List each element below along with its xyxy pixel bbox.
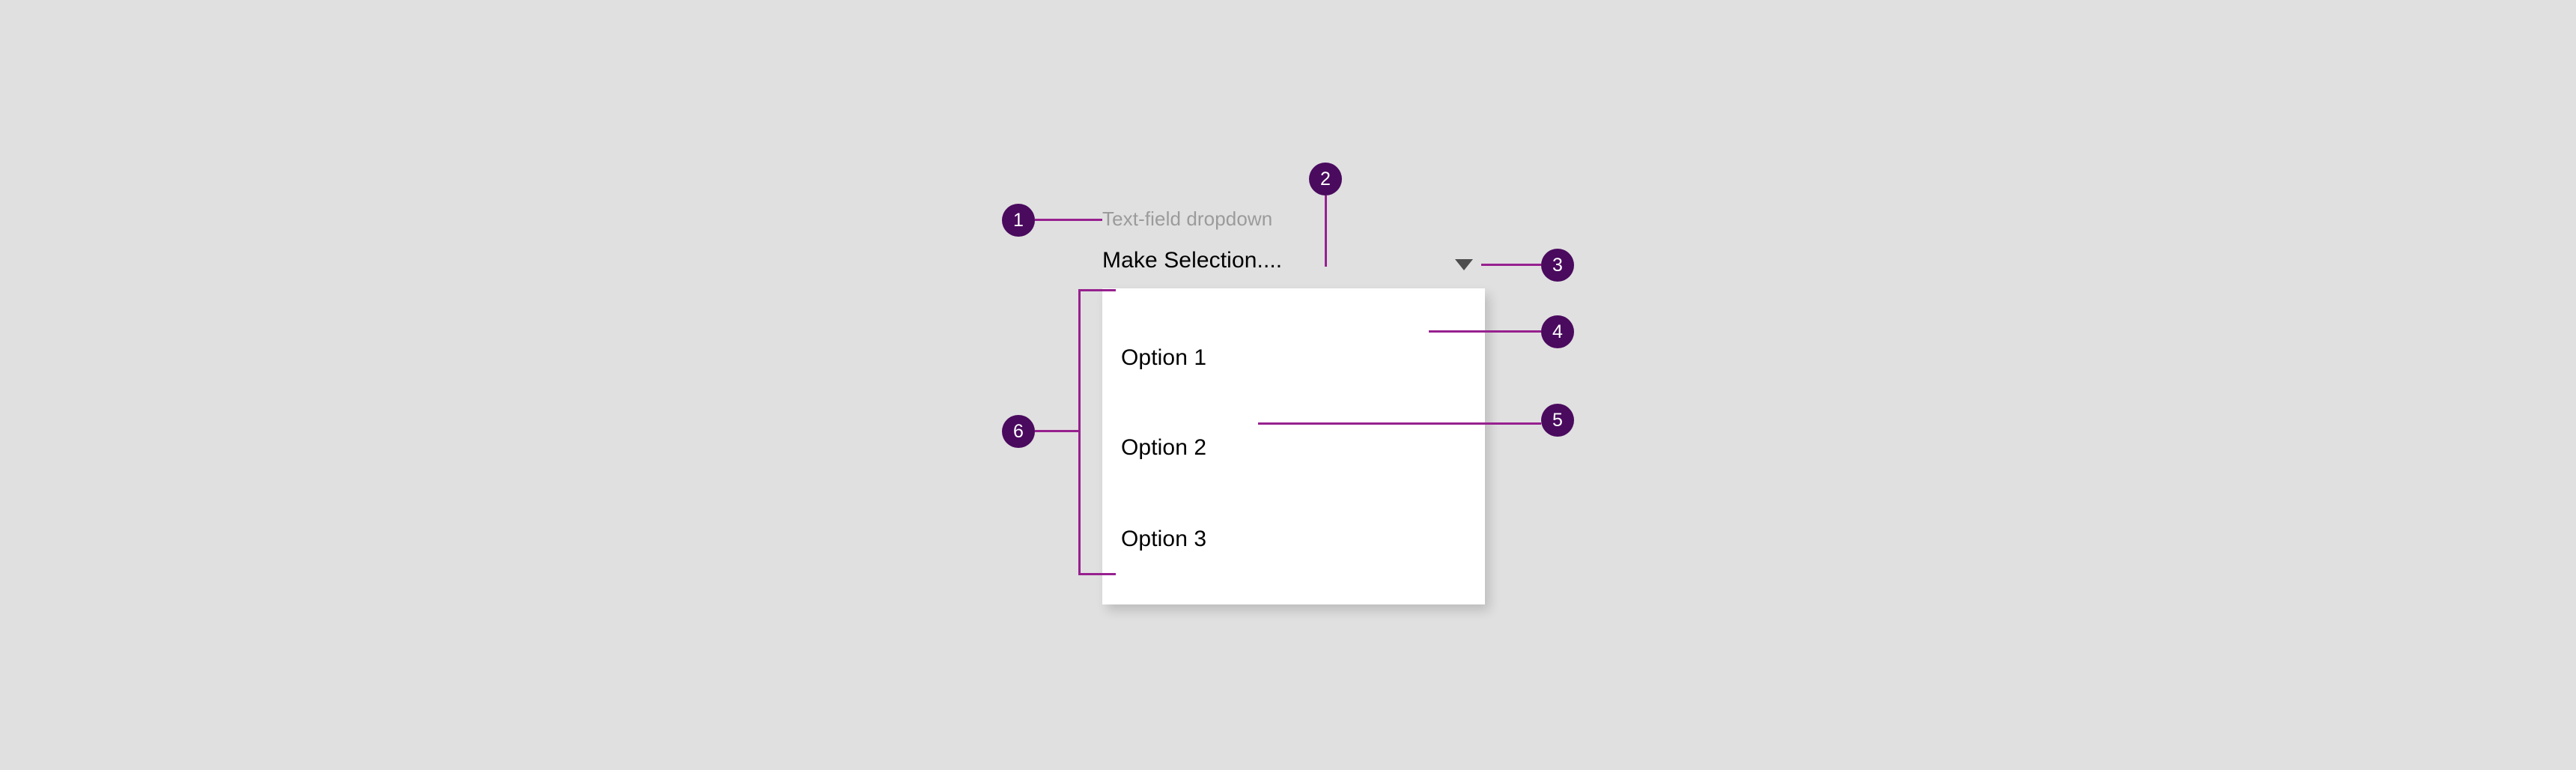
dropdown-selected-value[interactable]: Make Selection....	[1102, 248, 1283, 273]
callout-badge-2: 2	[1309, 163, 1342, 195]
callout-6-bracket-vertical	[1078, 289, 1081, 575]
callout-2-leader-line	[1325, 195, 1327, 267]
menu-item-option-2[interactable]: Option 2	[1121, 435, 1207, 460]
callout-badge-6: 6	[1002, 415, 1035, 448]
callout-badge-3: 3	[1541, 249, 1574, 282]
callout-6-bracket-bottom-arm	[1078, 573, 1116, 575]
callout-1-leader-line	[1035, 219, 1102, 221]
callout-badge-5: 5	[1541, 404, 1574, 437]
callout-5-leader-line	[1258, 422, 1541, 425]
dropdown-field-label: Text-field dropdown	[1102, 207, 1273, 230]
callout-6-leader-line	[1035, 430, 1080, 432]
menu-item-option-3[interactable]: Option 3	[1121, 527, 1207, 551]
callout-badge-1: 1	[1002, 204, 1035, 237]
chevron-down-icon[interactable]	[1455, 259, 1473, 270]
menu-item-option-1[interactable]: Option 1	[1121, 345, 1207, 370]
callout-badge-4: 4	[1541, 315, 1574, 348]
callout-4-leader-line	[1429, 330, 1541, 333]
callout-6-bracket-top-arm	[1078, 289, 1116, 291]
callout-3-leader-line	[1481, 264, 1541, 266]
dropdown-menu-panel: Option 1 Option 2 Option 3	[1102, 288, 1485, 604]
